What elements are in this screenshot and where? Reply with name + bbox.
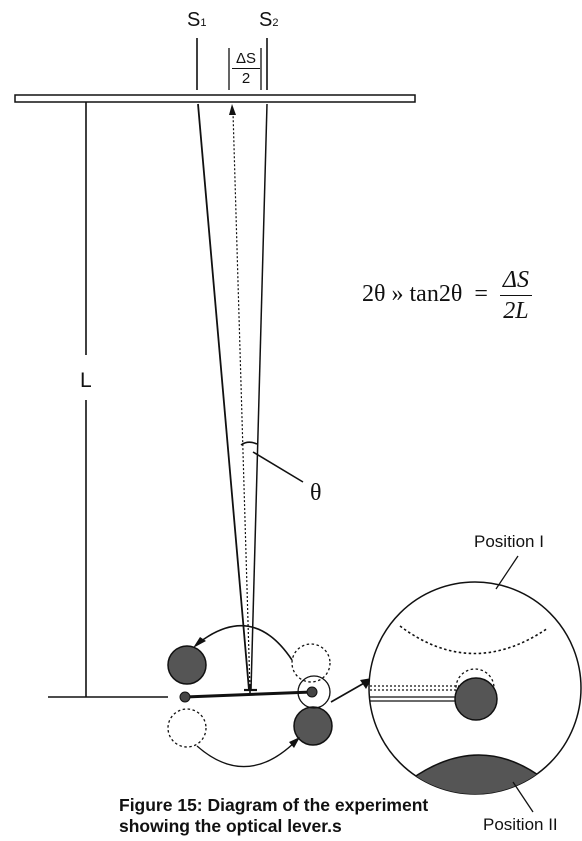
equation-equals: = — [474, 281, 488, 308]
position-1-arc — [399, 625, 549, 655]
rotation-arc-top — [195, 624, 293, 661]
caption-line-1: Figure 15: Diagram of the experiment — [119, 795, 429, 815]
inset-small-mass — [454, 677, 498, 721]
magnify-arrow — [330, 681, 367, 703]
position-1-label: Position I — [474, 532, 544, 551]
theta-arc — [240, 441, 258, 446]
alt-mass-lower-left — [167, 708, 207, 748]
ray-arrowhead — [229, 104, 236, 115]
position-2-label: Position II — [483, 815, 558, 834]
large-mass-upper-left — [167, 645, 207, 685]
rotation-arc-bottom — [196, 739, 298, 768]
delta-s-denominator: 2 — [241, 70, 251, 87]
ray-s2 — [250, 103, 268, 691]
position-2-leader — [512, 781, 534, 813]
ray-s1 — [197, 103, 250, 691]
equation-fraction: ΔS 2L — [499, 268, 532, 324]
scale-bar — [14, 94, 416, 103]
s2-label: S2 — [259, 10, 278, 30]
s1-label-sub: 1 — [200, 17, 207, 29]
figure-caption: Figure 15: Diagram of the experiment sho… — [119, 795, 428, 838]
small-mass-left — [179, 691, 191, 703]
alt-mass-upper-right — [291, 643, 331, 683]
caption-line-2: showing the optical lever.s — [119, 816, 342, 837]
position-1-leader — [495, 555, 519, 590]
s2-label-main: S — [259, 9, 273, 31]
s2-label-sub: 2 — [272, 17, 279, 29]
delta-s-numerator: ΔS — [232, 51, 260, 69]
equation-numerator: ΔS — [499, 268, 532, 296]
magnifier-source-circle — [297, 675, 331, 709]
delta-s-half: ΔS 2 — [232, 51, 260, 86]
large-mass-lower-right — [293, 706, 333, 746]
equation-lhs: 2θ » tan2θ — [362, 281, 463, 308]
ray-center-dotted — [232, 111, 251, 691]
equation-denominator: 2L — [503, 298, 529, 324]
equation: 2θ » tan2θ = ΔS 2L — [362, 268, 532, 323]
small-mass-right — [306, 686, 318, 698]
theta-label: θ — [310, 480, 322, 506]
length-label: L — [80, 369, 92, 392]
s1-label-main: S — [187, 9, 201, 31]
rotation-arrow-top — [193, 637, 206, 648]
theta-leader — [252, 451, 304, 483]
s1-label: S1 — [187, 10, 206, 30]
balance-beam — [184, 690, 313, 699]
rotation-arrow-bottom — [289, 737, 300, 748]
